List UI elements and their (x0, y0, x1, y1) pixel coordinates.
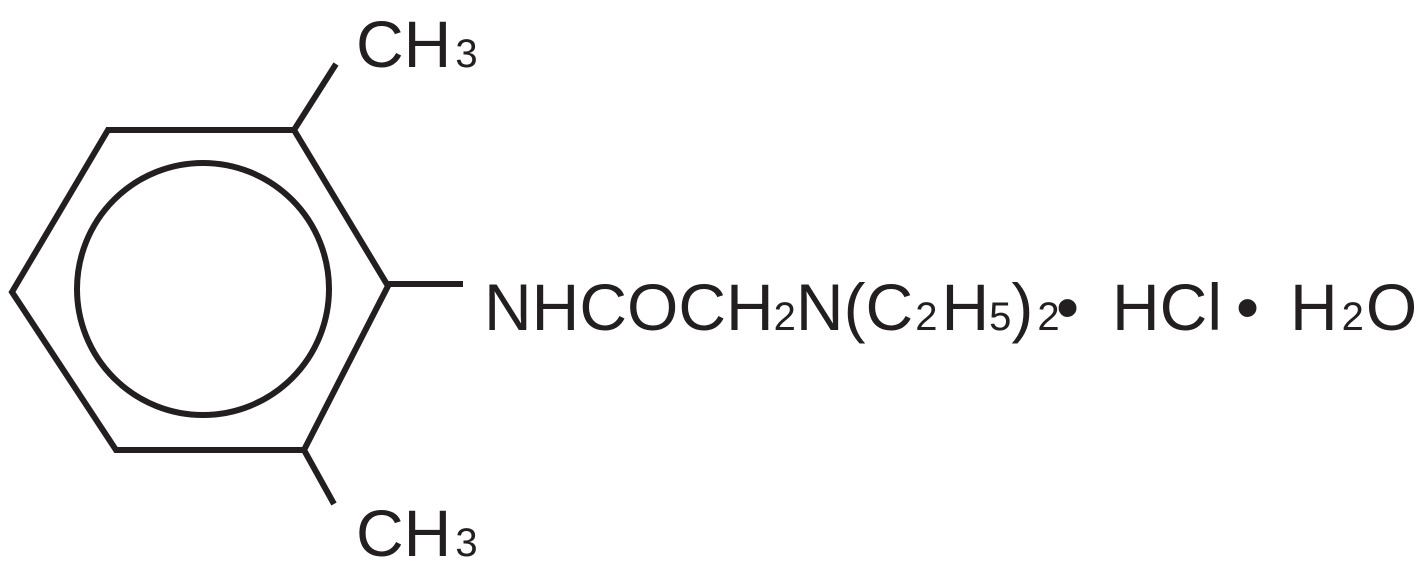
bond-bottom-methyl (301, 448, 337, 506)
salt-dot-1: • (1056, 270, 1079, 344)
salt-dot-2: • (1236, 270, 1259, 344)
bond-top-methyl (291, 62, 339, 132)
side-chain-formula: NHCOCH2N(C2H5)2 (484, 270, 1060, 344)
aromatic-circle (74, 160, 332, 418)
hcl-label: HCl (1112, 270, 1222, 344)
